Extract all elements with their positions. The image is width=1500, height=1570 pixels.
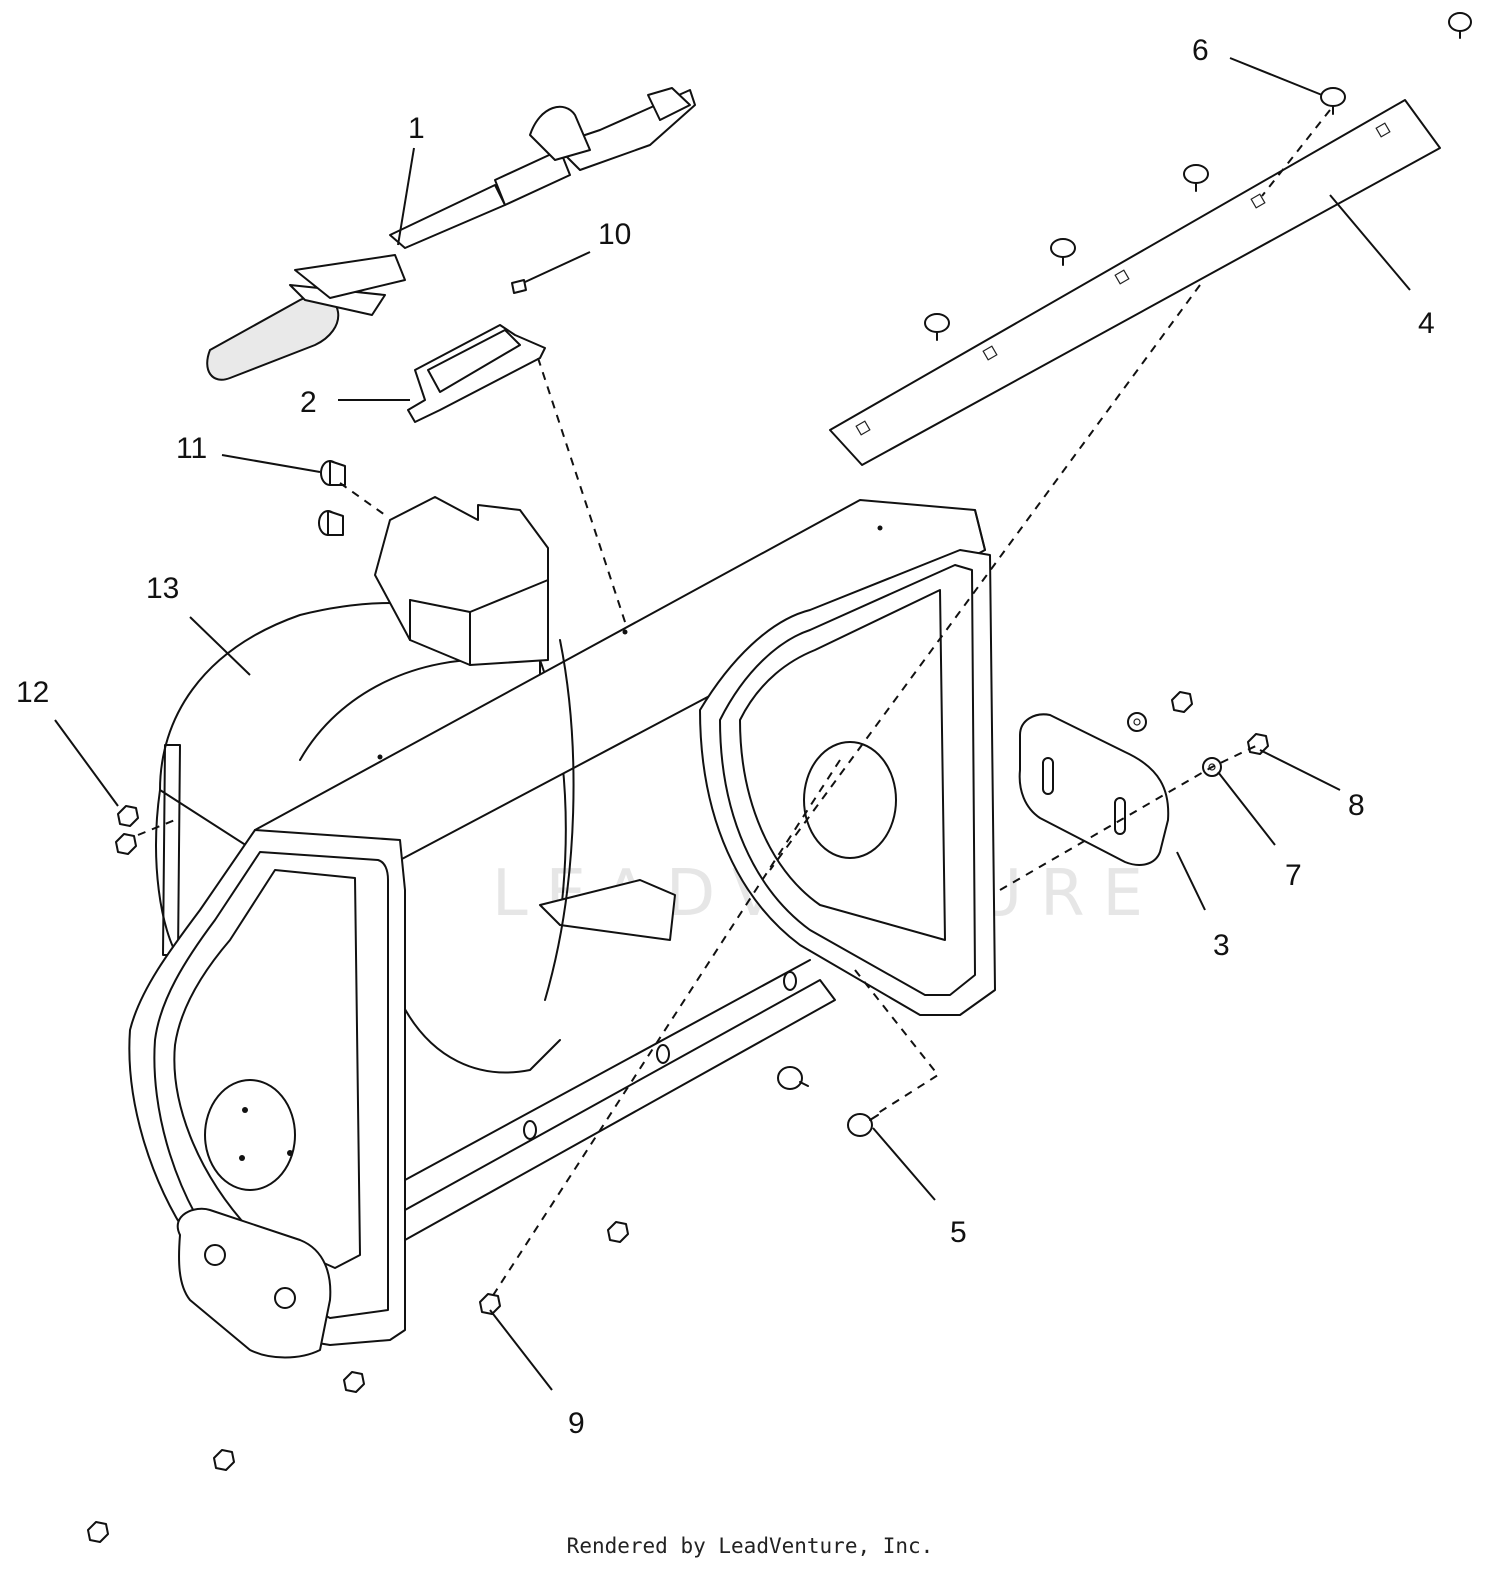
handle-icon: [206, 87, 696, 381]
callout-2: 2: [300, 386, 317, 419]
callout-labels: 1 2 3 4 5 6 7 8 9 10 11 12 13: [16, 34, 1435, 1440]
callout-6: 6: [1192, 34, 1209, 67]
skid-shoe-icon: [1018, 713, 1170, 866]
callout-11: 11: [176, 432, 207, 465]
callout-5: 5: [950, 1216, 967, 1249]
scraper-bar-icon: [829, 99, 1441, 466]
callout-13: 13: [146, 572, 179, 605]
callout-10: 10: [598, 218, 631, 251]
callout-1: 1: [408, 112, 425, 145]
carriage-bolt-icon: [777, 12, 1472, 1137]
nut-icon: [115, 805, 139, 855]
callout-8: 8: [1348, 789, 1365, 822]
bracket-icon: [407, 324, 546, 423]
housing-frame: [128, 499, 996, 1359]
footer-credit: Rendered by LeadVenture, Inc.: [566, 1534, 934, 1558]
callout-3: 3: [1213, 929, 1230, 962]
callout-12: 12: [16, 676, 49, 709]
nut-icon: [87, 691, 1269, 1543]
callout-9: 9: [568, 1407, 585, 1440]
callout-7: 7: [1285, 859, 1302, 892]
callout-4: 4: [1418, 307, 1435, 340]
bushing-icon: [318, 460, 346, 536]
assembly-lines: [137, 109, 1331, 1301]
leader-lines: [54, 57, 1411, 1391]
bushing-icon: [511, 279, 527, 294]
